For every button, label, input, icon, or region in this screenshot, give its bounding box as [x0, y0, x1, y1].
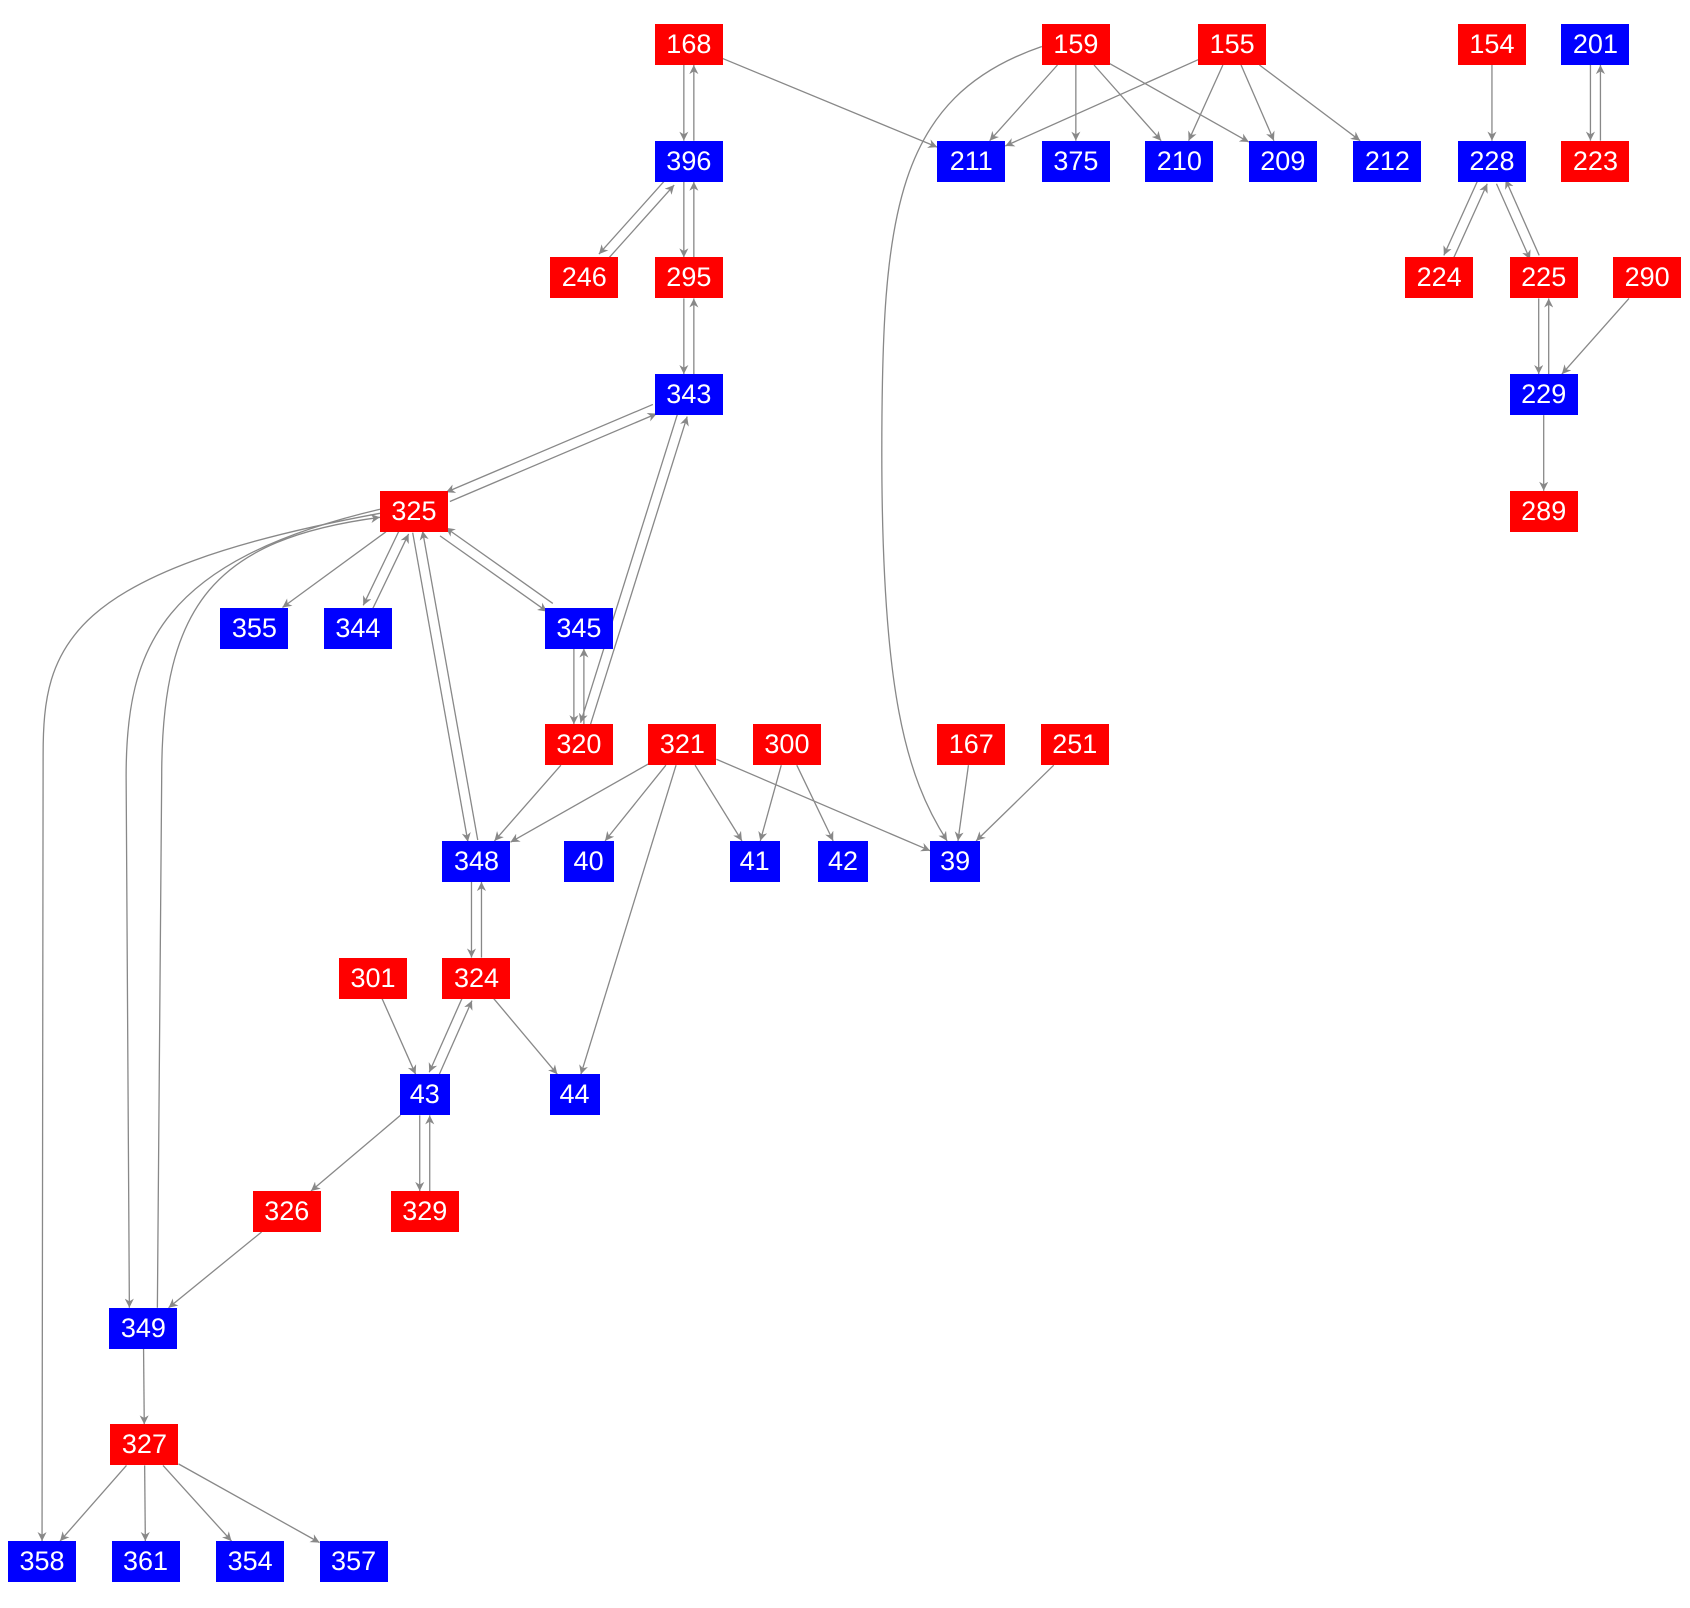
- edge-327-to-354: [162, 1464, 233, 1542]
- edge-325-to-348: [412, 532, 471, 842]
- edge-321-to-39: [716, 758, 931, 852]
- node-396[interactable]: 396: [654, 140, 723, 182]
- edge-300-to-41: [758, 765, 782, 842]
- node-361[interactable]: 361: [111, 1541, 180, 1583]
- edge-327-to-361: [140, 1465, 150, 1542]
- node-40[interactable]: 40: [563, 840, 614, 882]
- node-289[interactable]: 289: [1509, 490, 1578, 532]
- node-167[interactable]: 167: [937, 724, 1006, 766]
- edge-155-to-209: [1240, 64, 1275, 141]
- edge-348-to-325: [419, 530, 479, 841]
- node-224[interactable]: 224: [1405, 257, 1474, 299]
- node-223[interactable]: 223: [1561, 140, 1630, 182]
- edge-321-to-40: [604, 764, 667, 842]
- node-154[interactable]: 154: [1457, 24, 1526, 65]
- node-301[interactable]: 301: [338, 957, 407, 999]
- node-246[interactable]: 246: [550, 257, 619, 299]
- edge-228-to-225: [1495, 183, 1531, 260]
- edge-325-to-358: [37, 512, 381, 1542]
- node-357[interactable]: 357: [319, 1541, 388, 1583]
- edge-324-to-43: [428, 996, 464, 1073]
- node-345[interactable]: 345: [544, 607, 613, 649]
- edge-345-to-325: [445, 527, 554, 604]
- edge-301-to-43: [381, 998, 417, 1075]
- node-211[interactable]: 211: [937, 140, 1006, 182]
- edge-43-to-324: [437, 1000, 473, 1077]
- edge-168-to-211: [722, 57, 938, 148]
- edge-321-to-348: [510, 763, 649, 843]
- edge-300-to-42: [796, 764, 834, 842]
- node-295[interactable]: 295: [654, 257, 723, 299]
- edge-159-to-209: [1109, 63, 1250, 143]
- node-168[interactable]: 168: [654, 24, 723, 65]
- edge-349-to-327: [139, 1348, 149, 1425]
- edge-325-to-349: [124, 508, 381, 1308]
- node-343[interactable]: 343: [654, 374, 723, 416]
- node-155[interactable]: 155: [1198, 24, 1267, 65]
- node-300[interactable]: 300: [752, 724, 821, 766]
- edge-159-to-211: [989, 64, 1058, 142]
- node-209[interactable]: 209: [1248, 140, 1317, 182]
- node-325[interactable]: 325: [379, 490, 448, 532]
- edge-321-to-41: [694, 764, 743, 842]
- edge-343-to-320: [578, 413, 679, 723]
- edge-225-to-228: [1505, 179, 1540, 256]
- edge-155-to-212: [1259, 64, 1361, 142]
- node-42[interactable]: 42: [817, 840, 868, 882]
- edge-155-to-210: [1188, 64, 1224, 141]
- node-358[interactable]: 358: [8, 1541, 77, 1583]
- node-324[interactable]: 324: [442, 957, 511, 999]
- node-159[interactable]: 159: [1041, 24, 1110, 65]
- edge-321-to-44: [579, 765, 677, 1075]
- edge-349-to-325: [156, 513, 381, 1308]
- node-354[interactable]: 354: [216, 1541, 285, 1583]
- node-39[interactable]: 39: [930, 840, 981, 882]
- node-327[interactable]: 327: [110, 1424, 179, 1466]
- node-41[interactable]: 41: [729, 840, 780, 882]
- node-348[interactable]: 348: [442, 840, 511, 882]
- edge-344-to-325: [371, 533, 410, 610]
- edge-324-to-44: [493, 998, 558, 1075]
- node-210[interactable]: 210: [1145, 140, 1214, 182]
- edge-325-to-343: [449, 413, 658, 503]
- edge-326-to-349: [168, 1231, 262, 1309]
- node-349[interactable]: 349: [109, 1307, 178, 1349]
- edge-396-to-246: [598, 177, 668, 255]
- edge-159-to-39: [881, 45, 1043, 842]
- node-344[interactable]: 344: [323, 607, 392, 649]
- edge-228-to-224: [1443, 179, 1479, 256]
- node-228[interactable]: 228: [1457, 140, 1526, 182]
- edge-325-to-344: [362, 529, 401, 606]
- edge-325-to-355: [282, 531, 387, 609]
- edge-251-to-39: [975, 764, 1055, 842]
- node-375[interactable]: 375: [1041, 140, 1110, 182]
- node-225[interactable]: 225: [1509, 257, 1578, 299]
- node-355[interactable]: 355: [220, 607, 289, 649]
- edge-325-to-345: [439, 535, 548, 613]
- node-326[interactable]: 326: [252, 1191, 321, 1232]
- node-212[interactable]: 212: [1353, 140, 1422, 182]
- edge-290-to-229: [1561, 297, 1630, 375]
- edge-159-to-210: [1093, 64, 1162, 142]
- node-290[interactable]: 290: [1613, 257, 1682, 299]
- edge-343-to-325: [445, 403, 654, 493]
- edge-327-to-358: [59, 1464, 127, 1542]
- node-329[interactable]: 329: [390, 1191, 459, 1232]
- node-44[interactable]: 44: [549, 1074, 600, 1116]
- node-320[interactable]: 320: [544, 724, 613, 766]
- node-229[interactable]: 229: [1509, 374, 1578, 416]
- node-321[interactable]: 321: [648, 724, 717, 766]
- edge-224-to-228: [1452, 183, 1488, 260]
- edge-320-to-348: [493, 764, 562, 842]
- node-43[interactable]: 43: [399, 1074, 450, 1116]
- node-201[interactable]: 201: [1561, 24, 1630, 65]
- edge-167-to-39: [954, 765, 970, 841]
- edge-246-to-396: [605, 184, 675, 262]
- edge-327-to-357: [178, 1463, 320, 1544]
- edge-155-to-211: [1005, 59, 1199, 147]
- edge-320-to-343: [589, 416, 689, 726]
- edge-43-to-326: [310, 1114, 401, 1192]
- node-251[interactable]: 251: [1040, 724, 1109, 766]
